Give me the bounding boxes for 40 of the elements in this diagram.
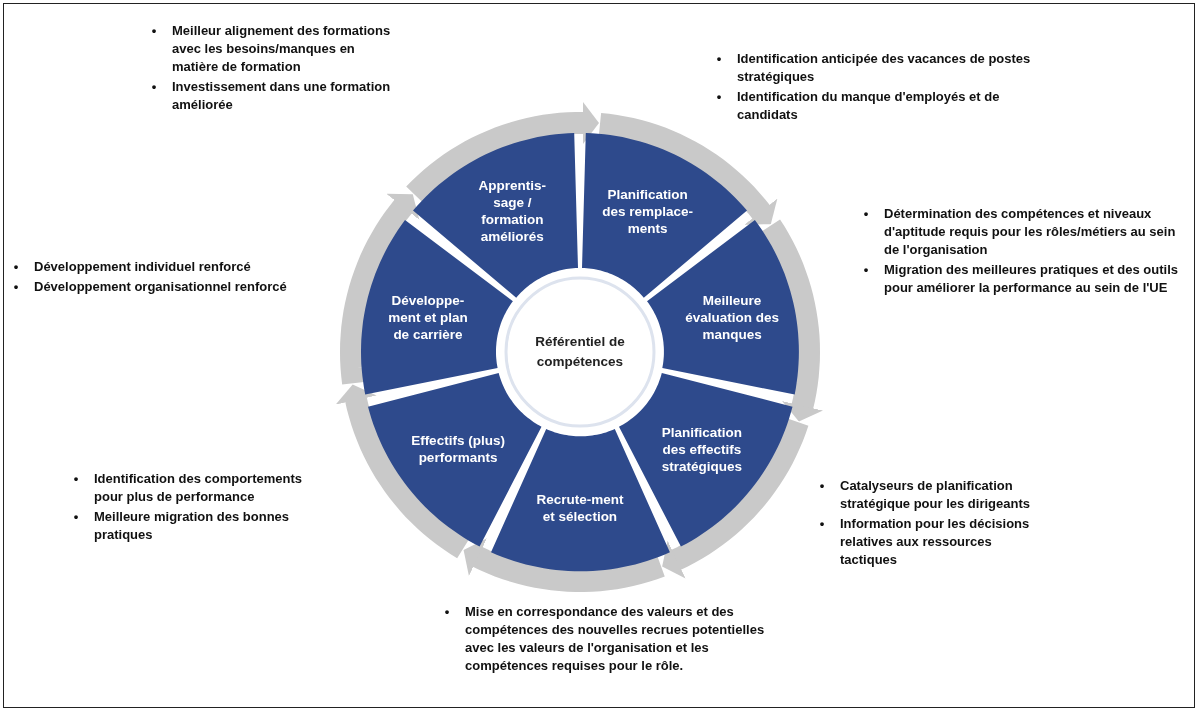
segment-label: Recrute-ment et sélection (535, 491, 625, 525)
bullet-mark: • (818, 477, 826, 495)
bullet-text: Développement organisationnel renforcé (34, 278, 288, 296)
segment-label: Développe-ment et plan de carrière (387, 291, 469, 343)
bullet-text: Détermination des compétences et niveaux d'aptitude requis pour les rôles/métiers au sein de l'organisation (884, 205, 1177, 259)
segment-label: Meilleure évaluation des manques (684, 291, 780, 343)
bullet-mark: • (72, 508, 80, 526)
bullet-text: Investissement dans une formation améliorée (172, 78, 392, 114)
bullet-text: Identification des comportements pour plus de performance (94, 470, 304, 506)
bullet-mark: • (12, 278, 20, 296)
bullet-mark: • (150, 22, 158, 40)
cycle-arrow (463, 538, 665, 592)
segment-label: Planification des remplace-ments (601, 185, 695, 237)
bullet-mark: • (818, 515, 826, 533)
cycle-arrow (340, 193, 420, 387)
bullet-text: Identification anticipée des vacances de postes stratégiques (737, 50, 1032, 86)
cycle-arrow (662, 418, 809, 579)
segment-label: Planification des effectifs stratégiques (660, 423, 744, 475)
bullet-mark: • (862, 261, 870, 279)
bullet-mark: • (443, 603, 451, 621)
cycle-arrow (596, 112, 778, 225)
segment-label: Apprentis-sage / formation améliorés (477, 177, 548, 246)
bullet-mark: • (715, 50, 723, 68)
bullet-text: Développement individuel renforcé (34, 258, 252, 276)
bullet-mark: • (862, 205, 870, 223)
cycle-arrow (335, 384, 469, 559)
bullet-text: Meilleur alignement des formations avec les besoins/manques en matière de formation (172, 22, 392, 76)
bullet-mark: • (715, 88, 723, 106)
cycle-arrow (761, 219, 823, 422)
bullet-text: Meilleure migration des bonnes pratiques (94, 508, 291, 544)
bullet-text: Information pour les décisions relatives aux ressources tactiques (840, 515, 1031, 569)
bullet-mark: • (150, 78, 158, 96)
segment-label: Effectifs (plus) performants (410, 432, 506, 467)
center-label: Référentiel de compétences (535, 333, 625, 371)
bullet-mark: • (12, 258, 20, 276)
bullet-text: Catalyseurs de planification stratégique pour les dirigeants (840, 477, 1031, 513)
bullet-text: Migration des meilleures pratiques et des outils pour améliorer la performance au sein de l'UE (884, 261, 1180, 297)
bullet-mark: • (72, 470, 80, 488)
bullet-text: Mise en correspondance des valeurs et des compétences des nouvelles recrues potentielles avec les valeurs de l'organisation et les compétences requises pour le rôle. (465, 603, 765, 675)
bullet-text: Identification du manque d'employés et de candidats (737, 88, 1001, 124)
